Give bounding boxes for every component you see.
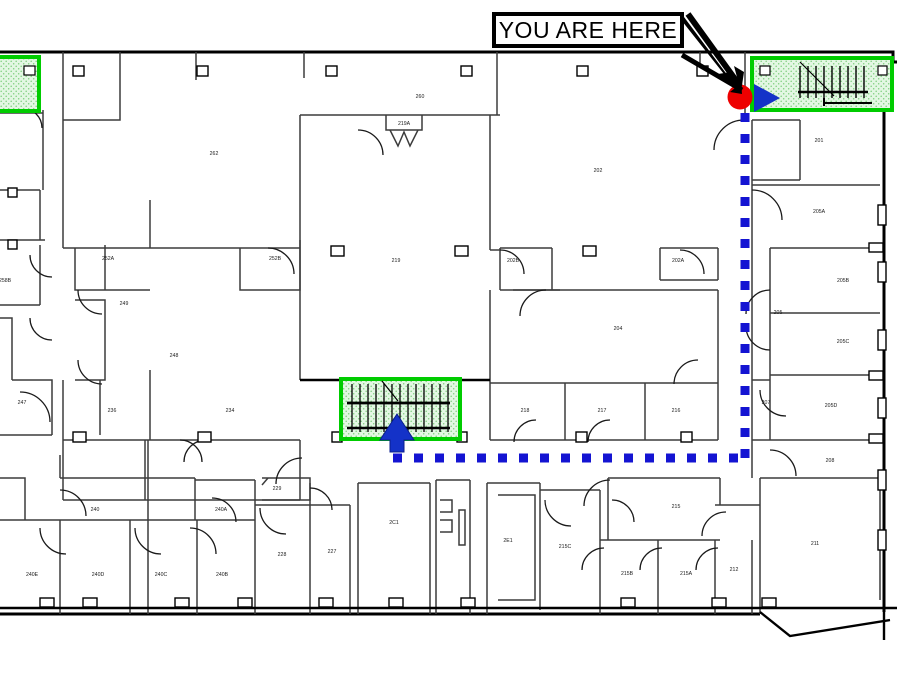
room-label-204: 204	[614, 326, 623, 332]
room-label-202: 202	[594, 168, 603, 174]
door-swings	[19, 107, 797, 571]
room-label-205: 205	[774, 310, 783, 316]
callout-arrow-icon	[680, 12, 744, 94]
room-label-234: 234	[226, 408, 235, 414]
room-label-205D: 205D	[825, 403, 838, 409]
room-label-205C: 205C	[837, 339, 850, 345]
room-label-227: 227	[328, 549, 337, 555]
room-label-219A: 219A	[398, 121, 411, 127]
room-label-2C1: 2C1	[389, 520, 399, 526]
you-are-here-label: YOU ARE HERE	[498, 16, 678, 43]
room-label-252B: 252B	[269, 256, 282, 262]
room-label-248: 248	[170, 353, 179, 359]
facing-direction-arrow-icon	[754, 84, 780, 112]
room-label-249: 249	[120, 301, 129, 307]
room-label-212: 212	[730, 567, 739, 573]
room-label-205B: 205B	[837, 278, 850, 284]
room-label-240A: 240A	[215, 507, 228, 513]
room-label-228: 228	[278, 552, 287, 558]
room-label-262: 262	[210, 151, 219, 157]
room-label-215B: 215B	[621, 571, 634, 577]
room-label-240E: 240E	[26, 572, 39, 578]
you-are-here-callout: YOU ARE HERE	[492, 12, 684, 48]
stairs-northeast-treads	[798, 61, 872, 106]
room-label-208: 208	[826, 458, 835, 464]
room-label-202A: 202A	[672, 258, 685, 264]
room-number-labels: 262 260 219A 219 202 202B 202A 204 252A 252B 249 24…	[0, 94, 850, 578]
room-label-240C: 240C	[155, 572, 168, 578]
room-label-205A: 205A	[813, 209, 826, 215]
room-label-215A: 215A	[680, 571, 693, 577]
route-path	[393, 110, 750, 463]
room-label-252A: 252A	[102, 256, 115, 262]
room-label-247: 247	[18, 400, 27, 406]
room-label-202B: 202B	[507, 258, 520, 264]
room-label-240: 240	[91, 507, 100, 513]
room-label-215C: 215C	[559, 544, 572, 550]
highlighted-stairwells	[0, 55, 894, 441]
room-label-201: 201	[815, 138, 824, 144]
room-label-240B: 240B	[216, 572, 229, 578]
room-label-216: 216	[672, 408, 681, 414]
room-label-218: 218	[521, 408, 530, 414]
room-label-258B: 258B	[0, 278, 12, 284]
room-label-240D: 240D	[92, 572, 105, 578]
stairs-up-arrow-icon	[379, 413, 415, 453]
room-label-207: 207	[762, 400, 771, 406]
room-label-217: 217	[598, 408, 607, 414]
window-marks	[7, 65, 887, 608]
room-label-236: 236	[108, 408, 117, 414]
room-label-2E1: 2E1	[503, 538, 512, 544]
stairwell-northwest-zone	[0, 55, 41, 113]
room-label-215: 215	[672, 504, 681, 510]
room-label-219: 219	[392, 258, 401, 264]
room-label-211: 211	[811, 541, 819, 547]
room-label-260: 260	[416, 94, 425, 100]
room-label-229: 229	[273, 486, 282, 492]
